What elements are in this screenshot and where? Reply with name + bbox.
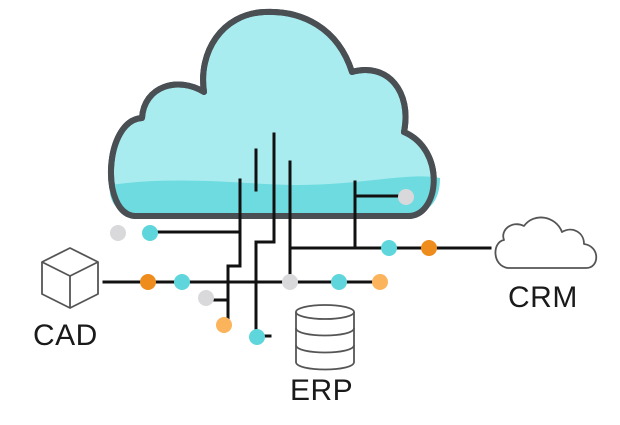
cad-label: CAD [33, 319, 98, 352]
erp-label: ERP [290, 374, 354, 407]
dot-gray [198, 290, 214, 306]
dot-gray [110, 225, 126, 241]
dot-orange [140, 274, 156, 290]
crm-label: CRM [508, 281, 578, 314]
dot-gray [282, 274, 298, 290]
dot-cyan [142, 225, 158, 241]
cloud-outline [107, 8, 437, 219]
cloud-outline-icon [494, 216, 598, 269]
cube-icon [41, 247, 99, 309]
dot-orange [421, 240, 437, 256]
dot-cyan [249, 329, 265, 345]
dot-cyan [331, 274, 347, 290]
link-line [206, 230, 242, 302]
database-icon [295, 304, 355, 371]
dot-cyan [174, 274, 190, 290]
dot-light-orange [372, 274, 388, 290]
dot-light-orange [216, 317, 232, 333]
dot-gray [398, 189, 414, 205]
dot-cyan [381, 240, 397, 256]
connection-dots [110, 189, 437, 345]
